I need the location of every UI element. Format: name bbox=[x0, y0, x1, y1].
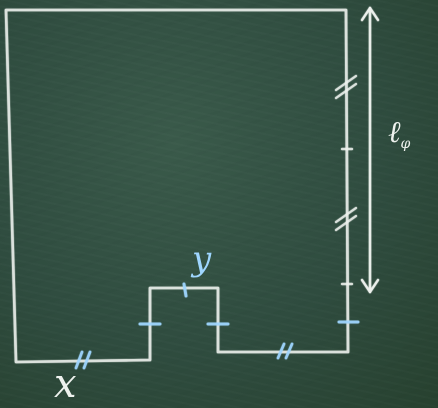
right-wall-ticks bbox=[334, 74, 358, 286]
room-outline bbox=[4, 8, 350, 364]
blue-ticks bbox=[74, 282, 360, 370]
length-dimension-arrow bbox=[360, 6, 380, 294]
